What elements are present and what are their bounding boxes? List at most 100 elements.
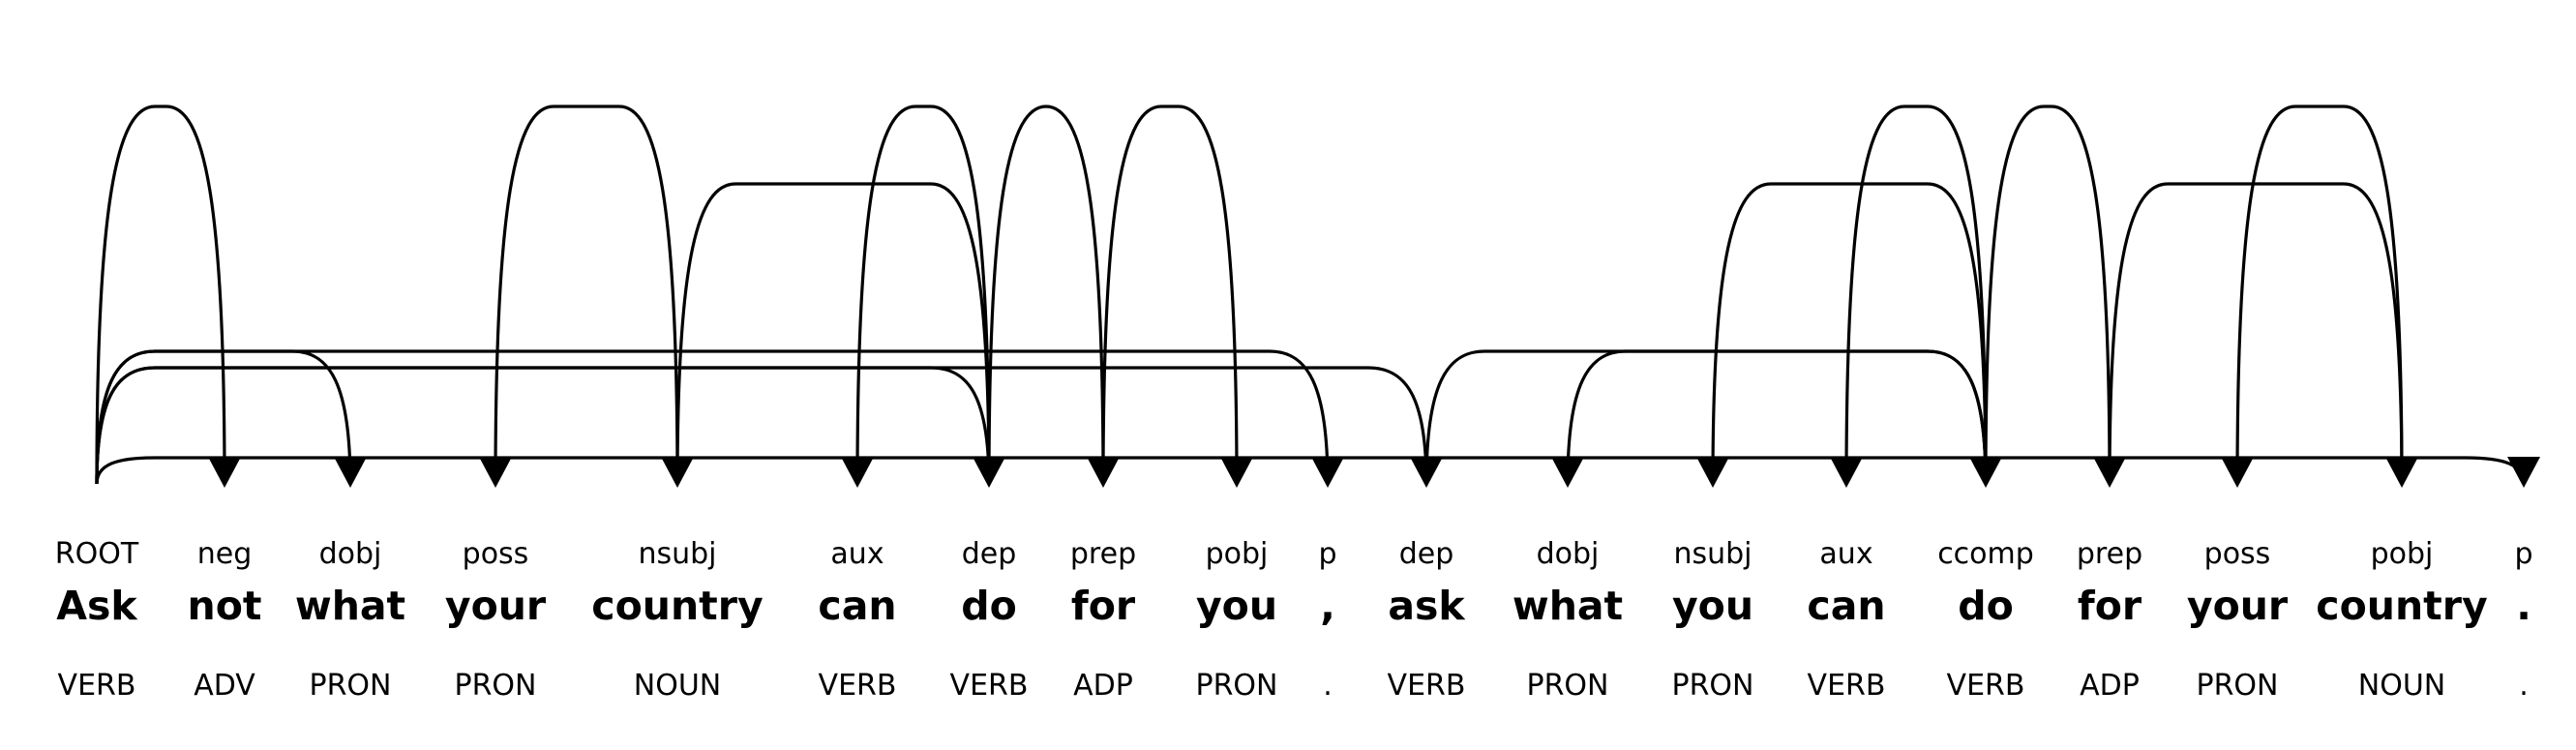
pos-tag-13: VERB	[1808, 669, 1886, 703]
pos-tag-7: ADP	[1073, 669, 1133, 703]
pos-tags-layer: VERB ADV PRON PRON NOUN VERB VERB ADP PRON. VERB P…	[58, 669, 2529, 703]
arc-curve	[1424, 349, 1988, 485]
arrow-head-icon	[1830, 457, 1863, 488]
dependency-arc	[95, 105, 241, 488]
pos-tag-10: VERB	[1388, 669, 1466, 703]
pos-tag-0: VERB	[58, 669, 136, 703]
arrow-head-icon	[334, 457, 367, 488]
pos-tag-14: VERB	[1947, 669, 2025, 703]
dependency-arc	[95, 456, 2540, 488]
arrow-head-icon	[1551, 457, 1584, 488]
token-word-15: for	[2078, 583, 2142, 629]
pos-tag-11: PRON	[1527, 669, 1609, 703]
dependency-arc	[1101, 105, 1253, 488]
token-word-13: can	[1807, 583, 1885, 629]
token-word-1: not	[188, 583, 262, 629]
dependency-arc	[479, 105, 679, 488]
token-word-14: do	[1958, 583, 2014, 629]
dep-label-2: dobj	[319, 537, 382, 571]
dep-label-15: prep	[2077, 537, 2142, 571]
arc-curve	[1101, 105, 1239, 485]
dep-label-3: poss	[463, 537, 529, 571]
dep-label-11: dobj	[1537, 537, 1600, 571]
arc-curve	[1984, 105, 2112, 485]
arrow-head-icon	[479, 457, 512, 488]
arc-curve	[855, 105, 991, 485]
dependency-arc	[1696, 182, 1988, 488]
pos-tag-2: PRON	[310, 669, 392, 703]
dependency-arc	[1830, 105, 1988, 488]
dep-label-10: dep	[1399, 537, 1454, 571]
token-word-3: your	[445, 583, 547, 629]
dependency-arc	[1984, 105, 2126, 488]
token-word-4: country	[591, 583, 763, 629]
arc-curve	[494, 105, 679, 485]
arrow-head-icon	[1696, 457, 1729, 488]
arc-curve	[1566, 349, 1988, 485]
token-word-0: Ask	[56, 583, 138, 629]
dependency-arc	[2108, 182, 2418, 488]
dep-label-9: p	[1318, 537, 1336, 571]
pos-tag-15: ADP	[2080, 669, 2140, 703]
dep-label-13: aux	[1819, 537, 1872, 571]
arc-curve	[95, 366, 1428, 485]
dep-label-0: ROOT	[55, 537, 139, 571]
token-word-10: ask	[1388, 583, 1466, 629]
pos-tag-3: PRON	[455, 669, 537, 703]
dependency-arc	[661, 182, 991, 488]
arrow-head-icon	[2221, 457, 2254, 488]
arrow-head-icon	[841, 457, 874, 488]
pos-tag-6: VERB	[950, 669, 1029, 703]
pos-tag-8: PRON	[1196, 669, 1278, 703]
arcs-layer	[95, 105, 2540, 488]
token-word-16: your	[2187, 583, 2289, 629]
arrow-head-icon	[1311, 457, 1344, 488]
dep-label-1: neg	[197, 537, 253, 571]
token-word-18: .	[2516, 583, 2531, 629]
arc-curve	[987, 105, 1105, 485]
pos-tag-1: ADV	[194, 669, 255, 703]
arc-curve	[675, 182, 991, 485]
arc-curve	[2108, 182, 2404, 485]
pos-tag-4: NOUN	[634, 669, 721, 703]
arrow-head-icon	[661, 457, 694, 488]
arrow-head-icon	[2385, 457, 2418, 488]
token-word-6: do	[961, 583, 1017, 629]
dep-labels-layer: ROOT neg dobj poss nsubj aux dep prep pobj p dep do…	[55, 537, 2533, 571]
dependency-arc	[987, 105, 1120, 488]
arc-curve	[95, 456, 2526, 485]
dep-label-7: prep	[1070, 537, 1136, 571]
token-word-7: for	[1071, 583, 1136, 629]
dep-label-4: nsubj	[638, 537, 716, 571]
pos-tag-17: NOUN	[2358, 669, 2445, 703]
arc-curve	[1711, 182, 1988, 485]
pos-tag-9: .	[1323, 669, 1333, 703]
token-word-12: you	[1672, 583, 1753, 629]
arrow-head-icon	[208, 457, 241, 488]
arrow-head-icon	[2507, 457, 2540, 488]
token-word-2: what	[295, 583, 405, 629]
token-word-5: can	[818, 583, 896, 629]
arc-curve	[95, 105, 226, 485]
pos-tag-18: .	[2519, 669, 2529, 703]
dependency-arc	[841, 105, 991, 488]
dep-label-16: poss	[2204, 537, 2271, 571]
dep-label-6: dep	[962, 537, 1017, 571]
dependency-arc	[2221, 105, 2404, 488]
dep-label-8: pobj	[1206, 537, 1269, 571]
token-word-9: ,	[1320, 583, 1335, 629]
arc-curve	[1844, 105, 1988, 485]
pos-tag-5: VERB	[819, 669, 897, 703]
dep-label-12: nsubj	[1673, 537, 1752, 571]
pos-tag-16: PRON	[2197, 669, 2279, 703]
arrow-head-icon	[1220, 457, 1253, 488]
dep-label-14: ccomp	[1937, 537, 2034, 571]
pos-tag-12: PRON	[1672, 669, 1754, 703]
dep-label-17: pobj	[2371, 537, 2434, 571]
dep-label-5: aux	[830, 537, 884, 571]
token-word-17: country	[2316, 583, 2487, 629]
token-word-8: you	[1196, 583, 1277, 629]
